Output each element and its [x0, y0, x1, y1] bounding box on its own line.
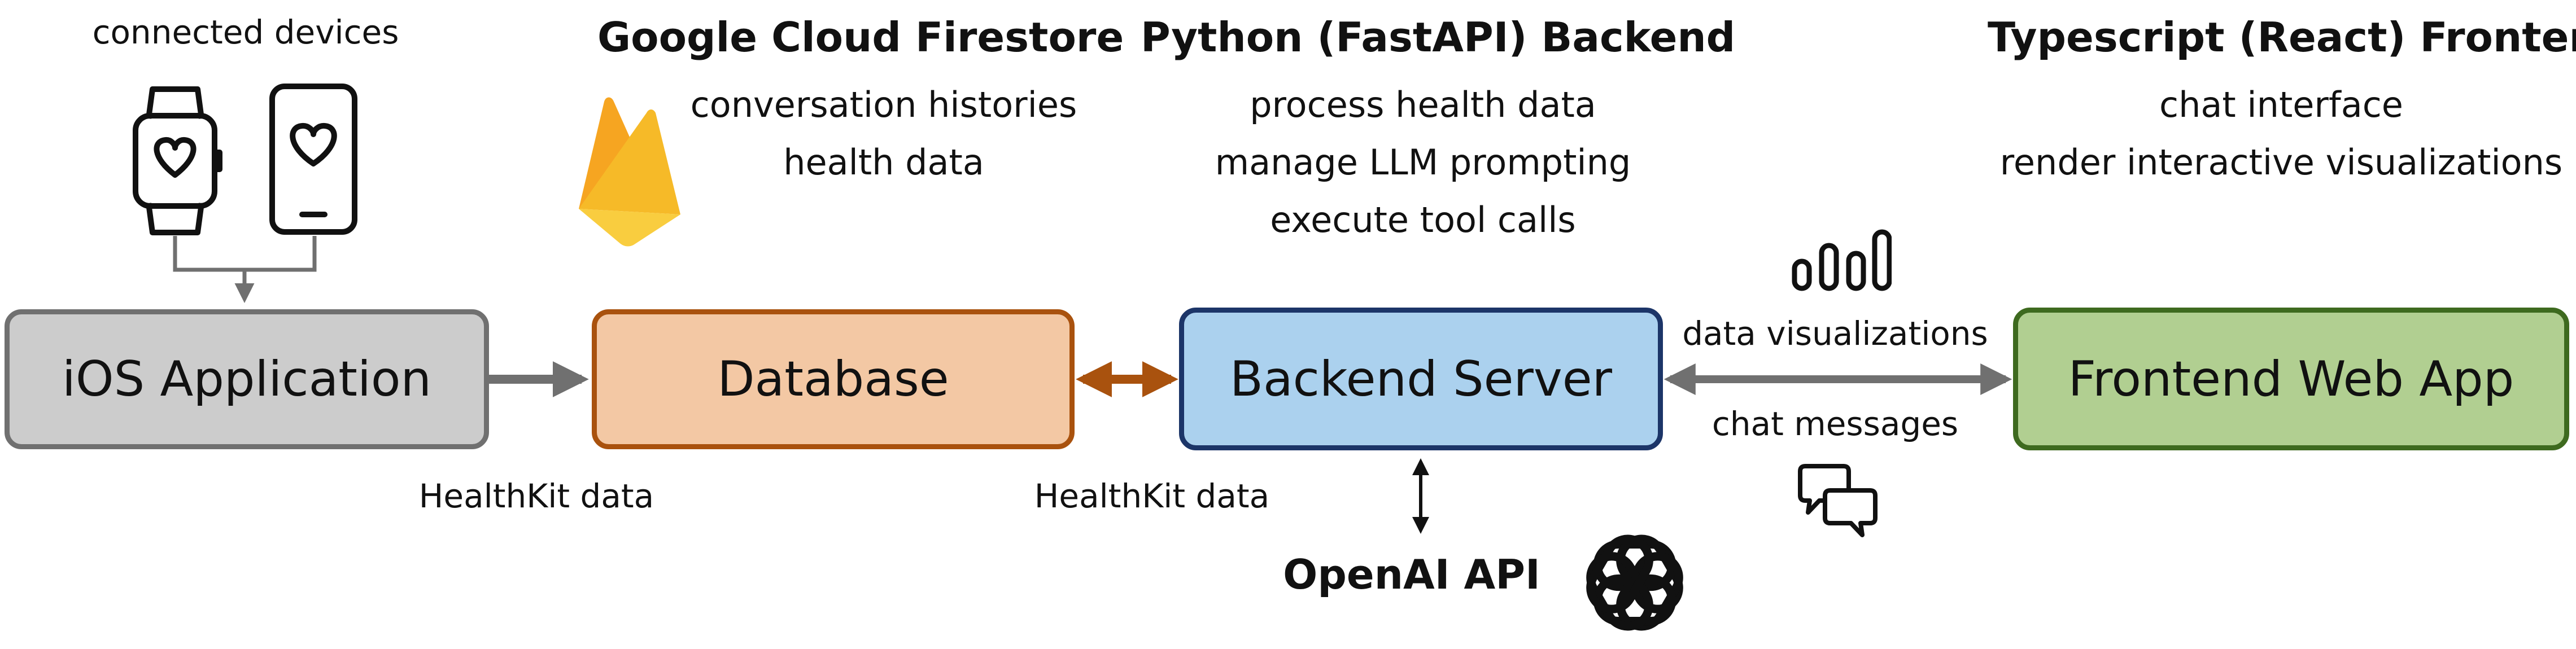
healthkit-data-label-ios-db: HealthKit data — [418, 477, 654, 515]
ios-application-node: iOS Application — [5, 309, 489, 449]
ios-application-label: iOS Application — [62, 351, 432, 407]
python-backend-heading: Python (FastAPI) Backend — [1141, 14, 1736, 61]
firestore-description: conversation histories health data — [680, 76, 1087, 191]
backend-server-node: Backend Server — [1179, 308, 1663, 450]
typescript-item: chat interface — [2159, 84, 2403, 125]
healthkit-data-label-db-backend: HealthKit data — [1034, 477, 1270, 515]
smartphone-heart-icon — [269, 84, 357, 235]
firestore-item: health data — [783, 142, 984, 183]
database-node: Database — [592, 309, 1075, 449]
firebase-flame-icon — [579, 97, 680, 247]
openai-logo-icon — [1586, 534, 1683, 631]
typescript-frontend-description: chat interface render interactive visual… — [1988, 76, 2575, 191]
frontend-web-app-label: Frontend Web App — [2068, 350, 2514, 407]
chat-bubbles-icon — [1798, 464, 1878, 537]
data-visualizations-label: data visualizations — [1682, 314, 1988, 353]
typescript-frontend-heading: Typescript (React) Frontend — [1988, 14, 2576, 61]
smartwatch-heart-icon — [133, 86, 222, 235]
python-item: process health data — [1250, 84, 1596, 125]
backend-server-label: Backend Server — [1229, 350, 1613, 407]
chat-messages-label: chat messages — [1711, 405, 1959, 443]
connected-devices-label: connected devices — [92, 13, 399, 51]
typescript-item: render interactive visualizations — [1999, 142, 2563, 183]
firestore-heading: Google Cloud Firestore — [597, 14, 1124, 61]
frontend-web-app-node: Frontend Web App — [2013, 308, 2569, 450]
python-item: manage LLM prompting — [1215, 142, 1631, 183]
devices-connector — [173, 236, 317, 299]
database-label: Database — [717, 351, 949, 407]
firestore-item: conversation histories — [690, 84, 1077, 125]
bar-chart-icon — [1792, 229, 1892, 291]
python-backend-description: process health data manage LLM prompting… — [1175, 76, 1671, 249]
openai-api-label: OpenAI API — [1283, 551, 1540, 598]
python-item: execute tool calls — [1270, 199, 1576, 240]
